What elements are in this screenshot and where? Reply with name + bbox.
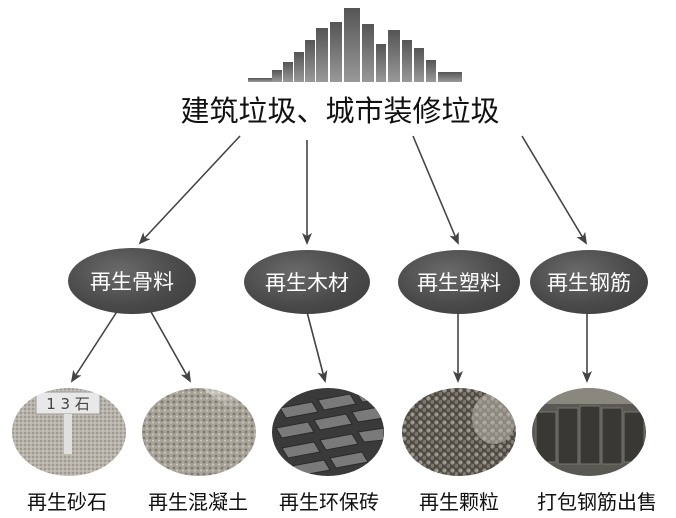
node-aggregate-label: 再生骨料 [90, 270, 174, 294]
arrow-aggregate-to-sand [70, 309, 119, 383]
product-caption-granule: 再生颗粒 [419, 490, 499, 514]
product-caption-sand: 再生砂石 [27, 490, 107, 514]
product-image-concrete [142, 388, 256, 476]
product-image-sand: 1 3 石 [12, 388, 126, 476]
node-aggregate: 再生骨料 [68, 248, 196, 314]
product-caption-concrete: 再生混凝土 [148, 490, 248, 514]
sign-text: 1 3 石 [46, 395, 90, 413]
node-wood-label: 再生木材 [265, 271, 349, 295]
product-image-steel-bundle [532, 388, 646, 476]
arrow-aggregate-to-concrete [149, 309, 191, 383]
arrow-source-to-aggregate [138, 135, 241, 245]
node-steel: 再生钢筋 [530, 250, 648, 314]
skyline-logo [248, 8, 462, 82]
source-title: 建筑垃圾、城市装修垃圾 [180, 94, 500, 128]
node-plastic-label: 再生塑料 [417, 271, 501, 295]
product-image-brick [272, 388, 384, 476]
arrow-wood-to-brick [306, 311, 328, 383]
product-image-granule [402, 388, 516, 476]
node-wood: 再生木材 [244, 250, 370, 314]
arrow-source-to-steel [521, 135, 588, 245]
product-caption-brick: 再生环保砖 [279, 490, 379, 514]
arrow-source-to-plastic [412, 135, 459, 245]
node-steel-label: 再生钢筋 [547, 271, 631, 295]
product-caption-steel: 打包钢筋出售 [537, 490, 657, 514]
node-plastic: 再生塑料 [398, 250, 520, 314]
